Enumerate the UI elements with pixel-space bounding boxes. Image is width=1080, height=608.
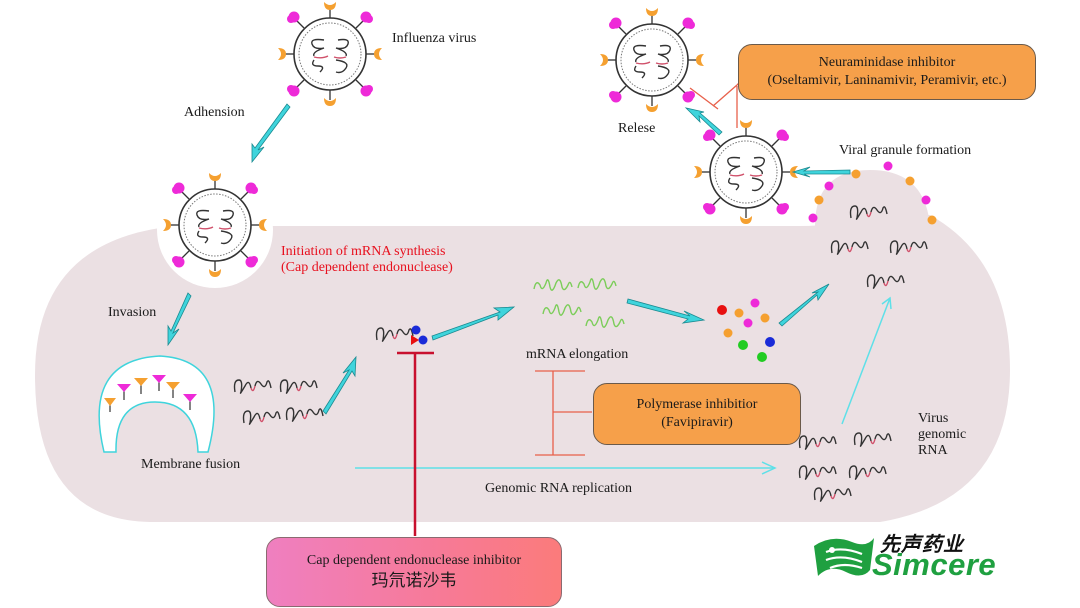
- viral-proteins: [717, 298, 775, 362]
- genomic-replication-arrowhead: [761, 461, 777, 475]
- neuraminidase-inhibitor-title: Neuraminidase inhibitor: [818, 54, 956, 70]
- genomic-to-assembly-arrowhead: [881, 296, 892, 310]
- polymerase-inhibitor-title: Polymerase inhibitior: [636, 396, 758, 412]
- genomic-rna-replication-label: Genomic RNA replication: [485, 481, 632, 496]
- adhering-virus-icon: [162, 172, 268, 278]
- neuraminidase-inhibitor-drugs: (Oseltamivir, Laninamivir, Peramivir, et…: [767, 73, 1007, 88]
- neuraminidase-inhibition-bar: [689, 79, 743, 128]
- cap-endonuclease-inhibitor-drug: 玛氘诺沙韦: [371, 571, 457, 592]
- cap-endonuclease-inhibitor-box: Cap dependent endonuclease inhibitor 玛氘诺…: [266, 537, 562, 607]
- logo-english-text: Simcere: [872, 547, 997, 582]
- initiation-label: Initiation of mRNA synthesis (Cap depend…: [281, 244, 453, 276]
- cap-inhibition-bar: [397, 351, 434, 536]
- invasion-arrow: [167, 292, 192, 347]
- endosome-icon: [98, 355, 215, 453]
- simcere-logo-icon: [814, 538, 874, 576]
- influenza-virus-label: Influenza virus: [392, 31, 477, 46]
- mrna-elongation-label: mRNA elongation: [526, 347, 629, 362]
- polymerase-inhibitor-box: Polymerase inhibitior (Favipiravir): [593, 383, 801, 445]
- released-virus-icon: [599, 7, 705, 113]
- virus-genomic-rna-label: Virus genomic RNA: [918, 411, 966, 459]
- adhesion-label: Adhension: [184, 105, 245, 120]
- virus-genomic-rna-line1: Virus: [918, 411, 949, 426]
- viral-granule-formation-label: Viral granule formation: [839, 143, 972, 158]
- process-arrows: [167, 103, 851, 415]
- host-cell: [35, 170, 1010, 522]
- budding-spikes: [808, 161, 937, 225]
- granule-arrow: [791, 166, 851, 178]
- membrane-fusion-label: Membrane fusion: [141, 457, 241, 472]
- fusion-to-cap-arrow: [322, 355, 357, 415]
- cap-to-mrna-arrow: [431, 306, 516, 341]
- release-arrow: [684, 107, 723, 136]
- release-label: Relese: [618, 121, 656, 136]
- neuraminidase-inhibitor-box: Neuraminidase inhibitor (Oseltamivir, La…: [738, 44, 1036, 100]
- cap-snatching-complex: [375, 325, 428, 345]
- budding-virus-icon: [693, 119, 799, 225]
- polymerase-inhibition-bar: [535, 370, 592, 456]
- initiation-label-line2: (Cap dependent endonuclease): [281, 260, 453, 276]
- initiation-label-line1: Initiation of mRNA synthesis: [281, 244, 446, 259]
- virus-genomic-rna-line2: genomic: [918, 427, 967, 443]
- replication-arrows: [355, 296, 892, 475]
- protein-to-assembly-arrow: [778, 283, 830, 327]
- mrna-to-protein-arrow: [626, 298, 706, 324]
- polymerase-inhibitor-drugs: (Favipiravir): [661, 415, 733, 430]
- adhesion-arrow: [251, 103, 291, 164]
- cap-endonuclease-inhibitor-title: Cap dependent endonuclease inhibitor: [306, 552, 522, 568]
- virus-genomic-rna-line3: RNA: [918, 443, 948, 459]
- invasion-label: Invasion: [108, 305, 157, 320]
- influenza-virus-icon: [277, 1, 383, 107]
- genomic-to-assembly-arrow: [841, 297, 891, 425]
- logo-chinese-text: 先声药业: [880, 532, 964, 556]
